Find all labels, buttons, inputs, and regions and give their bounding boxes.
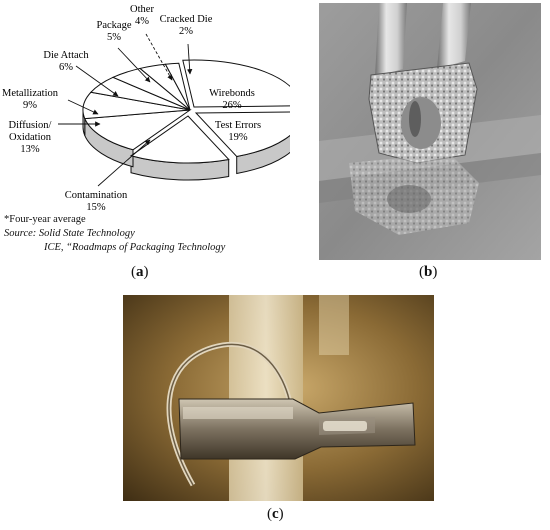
source-line-2: ICE, “Roadmaps of Packaging Technology xyxy=(44,242,226,253)
footnote: *Four-year average xyxy=(4,214,86,225)
source-line-1: Solid State Technology xyxy=(38,228,135,239)
pie-leader-metallization xyxy=(67,99,99,115)
caption-b: (b) xyxy=(419,264,438,280)
sem-micrograph xyxy=(319,3,541,260)
optical-photo xyxy=(123,295,434,501)
caption-c: (c) xyxy=(267,506,284,522)
pie-leader-cracked-die xyxy=(186,43,193,75)
source-prefix: Source: xyxy=(4,228,37,239)
pie-leader-other xyxy=(145,33,173,81)
pie-leader-die-attach xyxy=(75,65,119,97)
pie-leader-package xyxy=(117,47,151,83)
caption-a: (a) xyxy=(131,264,149,280)
sem-image xyxy=(319,3,541,260)
pie-slice-diffusion-oxidation xyxy=(84,109,192,151)
chart-notes: *Four-year average Source: Solid State T… xyxy=(4,213,225,255)
pie-leader-contamination xyxy=(97,139,151,187)
photo-image xyxy=(123,295,434,501)
pie-slice-contamination xyxy=(129,115,230,164)
